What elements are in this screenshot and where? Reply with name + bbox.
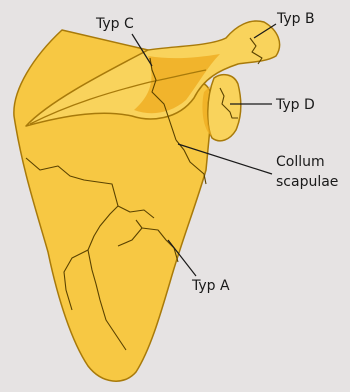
label-collum-line1: Collum [276, 154, 325, 170]
label-typ-a: Typ A [191, 278, 230, 294]
label-collum-line2: scapulae [276, 174, 338, 190]
glenoid-process [208, 75, 241, 141]
label-typ-d: Typ D [275, 97, 315, 113]
label-typ-c: Typ C [95, 16, 134, 32]
label-typ-b: Typ B [276, 11, 315, 27]
